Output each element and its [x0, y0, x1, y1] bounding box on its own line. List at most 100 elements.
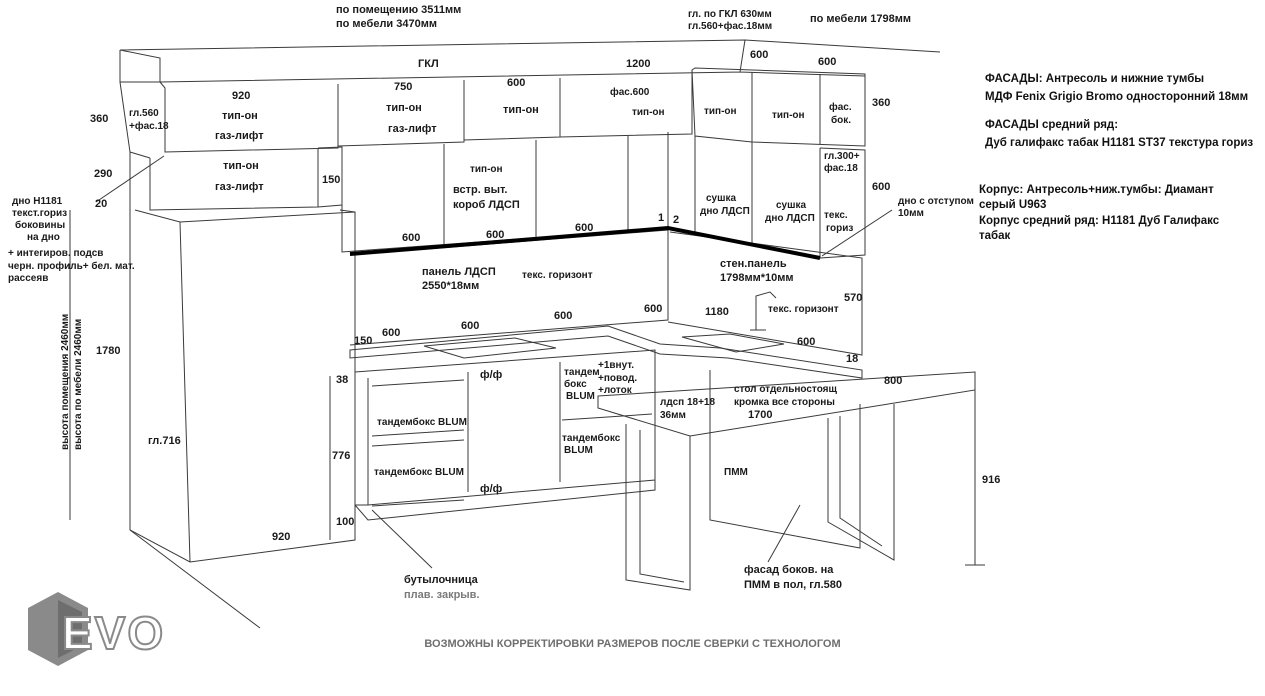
floor-line — [129, 529, 261, 629]
dim-600-right-b: 600 — [818, 56, 837, 68]
bottom-h1181-3: боковины — [15, 220, 66, 231]
dim-1700: 1700 — [748, 409, 773, 421]
dryer-2a: сушка — [776, 200, 807, 211]
tip-on-5: тип-он — [704, 106, 737, 117]
dim-1180: 1180 — [705, 306, 729, 318]
bottom-h1181-1: дно Н1181 — [12, 196, 63, 207]
ldsp-2: 36мм — [660, 410, 686, 421]
dim-600-c5: 600 — [797, 336, 816, 348]
light-3: рассеяв — [8, 273, 49, 284]
dryer-1b: дно ЛДСП — [700, 206, 750, 217]
gaz-lift-1: газ-лифт — [215, 130, 264, 142]
gkl-ceiling-box — [119, 39, 941, 83]
depth-300: гл.300+ — [824, 151, 860, 162]
facade-18: фас.18 — [824, 163, 858, 174]
dim-150-b: 150 — [354, 335, 373, 347]
tip-on-8: тип-он — [470, 164, 503, 175]
table-1: стол отдельностоящ — [734, 384, 837, 395]
gaz-lift-3: газ-лифт — [215, 181, 264, 193]
facade-side-1: фас. — [829, 102, 852, 113]
right-column — [819, 147, 866, 259]
inner-3: +лоток — [598, 385, 632, 396]
dim-20: 20 — [95, 198, 108, 210]
dim-800: 800 — [884, 375, 903, 387]
gkl-note-1: гл. по ГКЛ 630мм — [688, 9, 772, 20]
tip-on-1: тип-он — [222, 110, 258, 122]
leader-facade — [767, 504, 801, 563]
tall-pantry — [119, 81, 356, 563]
dim-600-c3: 600 — [554, 310, 573, 322]
body-line-4: табак — [979, 230, 1011, 242]
tandem-4b: BLUM — [564, 445, 593, 456]
tip-on-7: тип-он — [223, 160, 259, 172]
plinth — [354, 480, 656, 521]
faucet — [750, 291, 777, 331]
evo-logo-mark — [28, 592, 88, 666]
dim-360-left: 360 — [90, 113, 109, 125]
facades-2-text: Дуб галифакс табак Н1181 ST37 текстура г… — [985, 137, 1254, 149]
ff-1: ф/ф — [480, 369, 503, 381]
tip-on-2: тип-он — [386, 102, 422, 114]
label-gkl: ГКЛ — [418, 58, 439, 70]
dim-furniture-side: по мебели 1798мм — [810, 13, 911, 25]
bottom-h1181-2: текст.гориз — [12, 208, 68, 219]
height-furniture: высота по мебели 2460мм — [73, 318, 84, 450]
leader-bottom-h1181 — [95, 155, 165, 203]
dim-1200: 1200 — [626, 58, 651, 70]
panel-2: 2550*18мм — [422, 280, 480, 292]
tandem-3a: тандем — [564, 367, 600, 378]
built-in-1: встр. выт. — [453, 184, 508, 196]
dim-600-top: 600 — [507, 77, 526, 89]
dim-600-right-a: 600 — [750, 49, 769, 61]
mark-1: 1 — [658, 212, 665, 224]
dim-920-bottom: 920 — [272, 531, 291, 543]
cooktop — [423, 337, 557, 359]
texture-wall: текс. горизонт — [768, 304, 839, 315]
panel-1: панель ЛДСП — [422, 266, 496, 278]
upper-cabinet-1200 — [559, 70, 693, 138]
inner-1: +1внут. — [598, 360, 635, 371]
dim-290: 290 — [94, 168, 113, 180]
countertop — [349, 325, 863, 379]
texture-1: текс. — [824, 210, 848, 221]
leader-bottle — [371, 509, 433, 569]
tandem-4a: тандембокс — [562, 433, 621, 444]
tip-on-6: тип-он — [772, 110, 805, 121]
dim-600-c1: 600 — [382, 327, 401, 339]
height-room: высота помещения 2460мм — [60, 313, 71, 450]
depth-716: гл.716 — [148, 435, 181, 447]
dishwasher-panel — [709, 370, 861, 549]
body-line-1: Корпус: Антресоль+ниж.тумбы: Диамант — [979, 184, 1214, 196]
dim-750: 750 — [394, 81, 413, 93]
dryer-1a: сушка — [706, 193, 737, 204]
wall-panel-2: 1798мм*10мм — [720, 272, 794, 284]
dim-920-top: 920 — [232, 90, 251, 102]
dim-916: 916 — [982, 474, 1001, 486]
dim-600-side: 600 — [872, 181, 891, 193]
dryer-2b: дно ЛДСП — [765, 213, 815, 224]
light-1: + интегиров. подсв — [8, 248, 104, 259]
island-top — [597, 371, 976, 437]
mark-2: 2 — [673, 214, 680, 226]
dim-916 — [965, 388, 985, 566]
body-line-2: серый U963 — [979, 199, 1047, 211]
facade-side-2: бок. — [831, 115, 852, 126]
tandem-3c: BLUM — [566, 391, 595, 402]
dim-38: 38 — [336, 374, 349, 386]
texture-panel: текс. горизонт — [522, 270, 593, 281]
tip-on-3: тип-он — [503, 104, 539, 116]
facades-2-title: ФАСАДЫ средний ряд: — [985, 119, 1119, 131]
dim-100: 100 — [336, 516, 355, 528]
dim-360-right: 360 — [872, 97, 891, 109]
dim-18: 18 — [846, 353, 859, 365]
middle-cabinet-left — [129, 148, 319, 211]
bottom-offset-2: 10мм — [898, 208, 924, 219]
facades-1-title: ФАСАДЫ: Антресоль и нижние тумбы — [985, 73, 1205, 85]
bottom-h1181-4: на дно — [27, 232, 60, 243]
dishwasher-label: ПММ — [724, 467, 748, 478]
tandem-2: тандембокс BLUM — [374, 467, 464, 478]
island-leg-right — [827, 404, 895, 561]
dim-600-w1: 600 — [402, 232, 421, 244]
